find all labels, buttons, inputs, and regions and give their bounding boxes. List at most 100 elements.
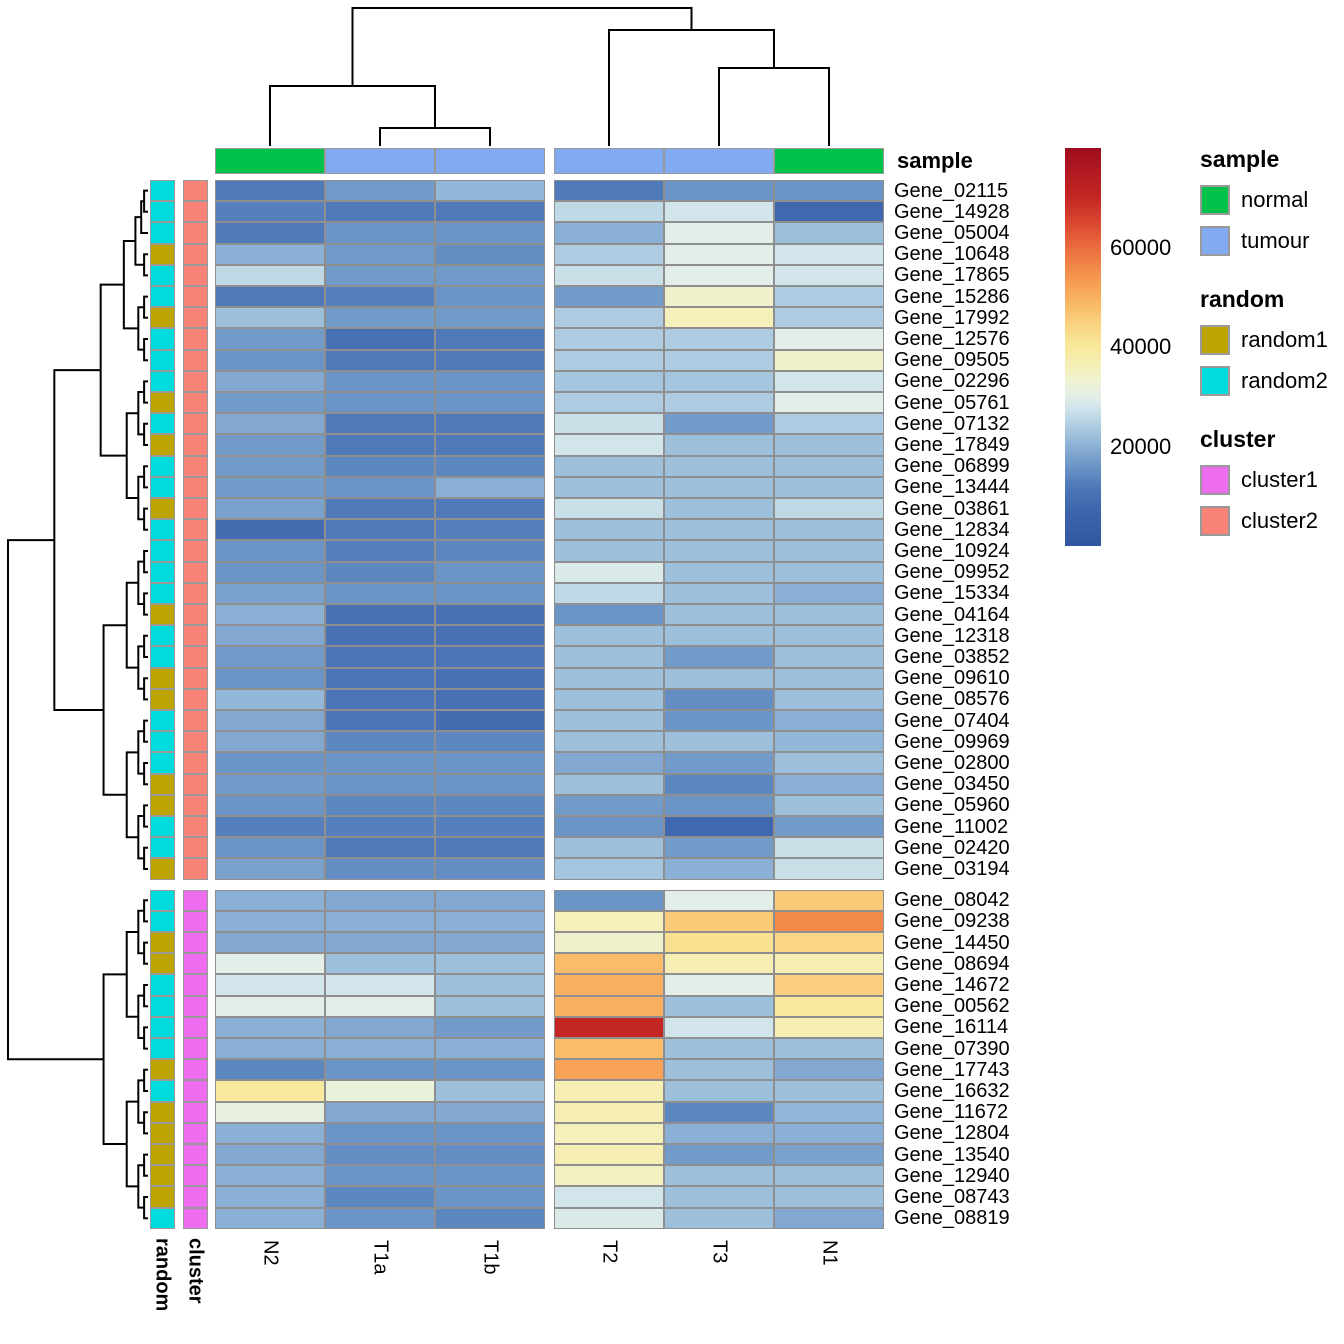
heatmap-cell: [774, 794, 884, 816]
cluster-annotation-cell: [183, 816, 208, 838]
heatmap-cell: [325, 953, 435, 975]
heatmap-cell: [554, 953, 664, 975]
random-annotation-cell: [150, 1016, 175, 1038]
heatmap-cell: [325, 540, 435, 562]
heatmap-cell: [215, 222, 325, 244]
heatmap-cell: [215, 243, 325, 265]
heatmap-cell: [435, 932, 545, 954]
heatmap-cell: [774, 932, 884, 954]
heatmap-cell: [664, 995, 774, 1017]
legend-swatch: [1200, 465, 1230, 495]
heatmap-cell: [215, 201, 325, 223]
heatmap-cell: [664, 910, 774, 932]
heatmap-cell: [435, 752, 545, 774]
gene-label: Gene_05761: [894, 391, 1010, 414]
gene-label: Gene_07404: [894, 709, 1010, 732]
heatmap-cell: [215, 476, 325, 498]
heatmap-cell: [435, 816, 545, 838]
random-annotation-cell: [150, 752, 175, 774]
gene-label: Gene_15286: [894, 285, 1010, 308]
column-label: T1b: [479, 1240, 502, 1275]
random-annotation-cell: [150, 561, 175, 583]
heatmap-cell: [215, 688, 325, 710]
heatmap-cell: [774, 910, 884, 932]
random-annotation-cell: [150, 1059, 175, 1081]
heatmap-cell: [774, 1059, 884, 1081]
heatmap-cell: [554, 837, 664, 859]
heatmap-cell: [774, 476, 884, 498]
heatmap-cell: [774, 773, 884, 795]
heatmap-cell: [215, 646, 325, 668]
heatmap-cell: [435, 858, 545, 880]
heatmap-cell: [664, 455, 774, 477]
legend-swatch: [1200, 506, 1230, 536]
random-annotation-cell: [150, 953, 175, 975]
heatmap-cell: [325, 307, 435, 329]
heatmap-cell: [215, 932, 325, 954]
gene-label: Gene_12834: [894, 518, 1010, 541]
random-annotation-cell: [150, 816, 175, 838]
gene-label: Gene_05960: [894, 794, 1010, 817]
random-annotation-cell: [150, 625, 175, 647]
heatmap-cell: [215, 1165, 325, 1187]
random-annotation-cell: [150, 476, 175, 498]
legend-item: cluster2: [1200, 506, 1344, 536]
heatmap-cell: [435, 582, 545, 604]
heatmap-cell: [774, 286, 884, 308]
legend-swatch: [1200, 226, 1230, 256]
heatmap-cell: [554, 816, 664, 838]
gene-label: Gene_02420: [894, 836, 1010, 859]
heatmap-cell: [325, 1016, 435, 1038]
heatmap-cell: [774, 974, 884, 996]
gene-label: Gene_11002: [894, 815, 1009, 838]
heatmap-cell: [325, 816, 435, 838]
legend-item-label: cluster2: [1241, 508, 1319, 533]
colorbar-tick-label: 60000: [1110, 234, 1172, 260]
heatmap-cell: [664, 476, 774, 498]
heatmap-cell: [554, 1016, 664, 1038]
heatmap-cell: [215, 561, 325, 583]
random-annotation-cell: [150, 667, 175, 689]
cluster-annotation-cell: [183, 264, 208, 286]
heatmap-cell: [435, 286, 545, 308]
heatmap-cell: [215, 858, 325, 880]
heatmap-cell: [215, 604, 325, 626]
cluster-annotation-cell: [183, 243, 208, 265]
cluster-annotation-cell: [183, 932, 208, 954]
gene-label: Gene_14928: [894, 200, 1010, 223]
random-annotation-cell: [150, 201, 175, 223]
heatmap-cell: [774, 540, 884, 562]
gene-label: Gene_12940: [894, 1164, 1010, 1187]
heatmap-cell: [774, 498, 884, 520]
heatmap-cell: [774, 392, 884, 414]
heatmap-cell: [664, 1038, 774, 1060]
heatmap-cell: [435, 264, 545, 286]
heatmap-cell: [325, 222, 435, 244]
random-annotation-cell: [150, 932, 175, 954]
heatmap-cell: [325, 858, 435, 880]
heatmap-cell: [664, 731, 774, 753]
cluster-annotation-cell: [183, 434, 208, 456]
random-annotation-cell: [150, 180, 175, 202]
heatmap-cell: [215, 370, 325, 392]
heatmap-cell: [435, 688, 545, 710]
heatmap-cell: [774, 328, 884, 350]
heatmap-cell: [215, 519, 325, 541]
heatmap-cell: [554, 858, 664, 880]
legend-cluster-title: cluster: [1200, 426, 1276, 452]
heatmap-cell: [215, 455, 325, 477]
heatmap-cell: [435, 413, 545, 435]
heatmap-cell: [435, 953, 545, 975]
heatmap-cell: [774, 1101, 884, 1123]
heatmap-cell: [435, 1207, 545, 1229]
heatmap-cell: [664, 434, 774, 456]
colorbar-tick-label: 40000: [1110, 334, 1172, 359]
gene-label: Gene_09610: [894, 667, 1010, 690]
legend-sample-title: sample: [1200, 146, 1280, 172]
legend-item-label: tumour: [1241, 228, 1310, 253]
heatmap-cell: [325, 1059, 435, 1081]
cluster-annotation-cell: [183, 889, 208, 911]
